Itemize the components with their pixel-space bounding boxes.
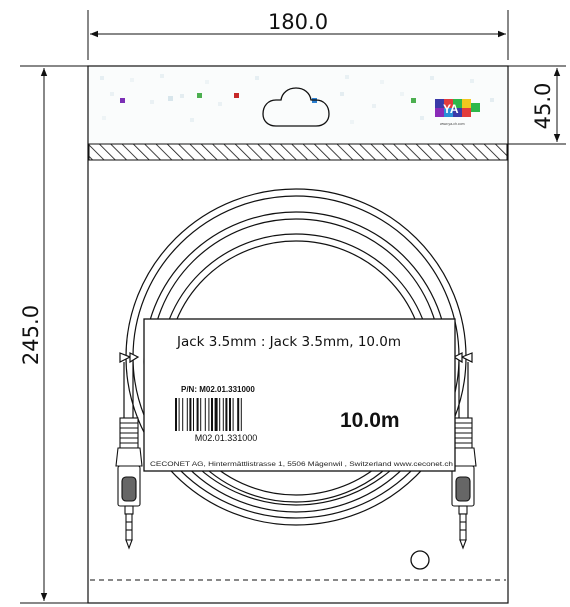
part-number: P/N: M02.01.331000 [181,385,255,394]
logo-tile-1 [444,99,453,108]
barcode-bar [178,398,180,431]
barcode-bar [222,398,224,431]
logo-tile-0 [435,99,444,108]
barcode-bar [219,398,221,431]
barcode-bar [211,398,213,431]
dot-2 [197,93,202,98]
dot-1 [168,96,173,101]
barcode-text: M02.01.331000 [195,433,258,443]
barcode-bar [200,398,202,431]
barcode-bar [196,398,199,431]
barcode-bar [240,398,242,431]
bag-outline [87,65,509,604]
jack-plug-right [449,417,477,550]
header-dot-pattern [100,74,494,124]
barcode-bar [208,398,210,431]
logo-tile-6 [453,108,462,117]
product-label: Jack 3.5mm : Jack 3.5mm, 10.0m P/N: M02.… [143,318,456,472]
barcode-bar [186,398,188,431]
width-dimension-label: 180.0 [268,10,328,34]
dot-3 [234,93,239,98]
jack-plug-left [115,417,143,550]
hatched-seal-band [88,143,508,161]
punch-hole [410,550,430,570]
label-footer: CECONET AG, Hintermättlistrasse 1, 5506 … [150,461,454,468]
dot-5 [411,98,416,103]
width-dimension: 180.0 [87,10,509,60]
hang-hole [262,87,330,127]
header-dimension: 45.0 [508,65,566,145]
length-value: 10.0m [340,409,400,432]
barcode-bar [232,398,234,431]
barcode-bar [225,398,228,431]
barcode [175,398,242,431]
height-dimension: 245.0 [19,65,88,604]
label-title: Jack 3.5mm : Jack 3.5mm, 10.0m [176,334,401,350]
barcode-bar [237,398,240,431]
cable-leads [123,362,469,420]
logo-tile-4 [435,108,444,117]
barcode-bar [189,398,192,431]
cable-tie-left [119,352,140,364]
label-box [143,318,456,472]
height-dimension-label: 245.0 [19,305,43,365]
logo-tile-2 [453,99,462,108]
logo-tile-8 [471,103,480,112]
logo-text: YA [443,102,459,116]
cable-tie-right [452,352,473,364]
logo-tile-7 [462,108,471,117]
barcode-bar [229,398,231,431]
header-dimension-label: 45.0 [531,83,555,130]
dot-0 [120,98,125,103]
logo-url: www.ya-ch.com [440,122,465,126]
barcode-bar [182,398,184,431]
barcode-bar [204,398,206,431]
brand-logo: YA www.ya-ch.com [435,99,480,126]
logo-tile-3 [462,99,471,108]
logo-tile-5 [444,108,453,117]
barcode-bar [193,398,194,431]
barcode-bar [175,398,177,431]
barcode-bar [214,398,218,431]
